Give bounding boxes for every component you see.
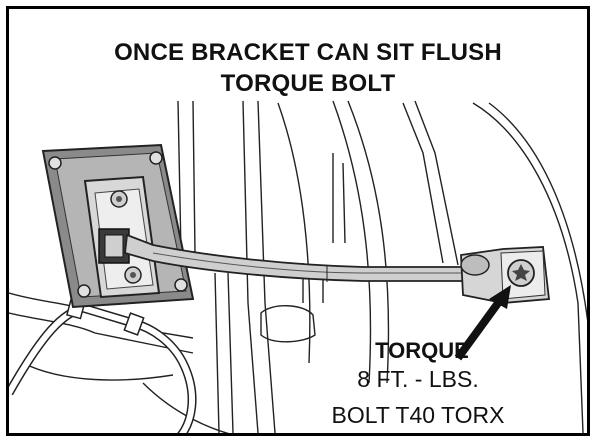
end-bracket	[460, 246, 551, 304]
torque-label: TORQUE	[375, 338, 469, 363]
module-housing	[83, 175, 161, 299]
torque-spec: 8 FT. - LBS.	[357, 366, 479, 392]
instruction-title-line2: TORQUE BOLT	[220, 70, 396, 97]
screw-icon	[149, 151, 163, 165]
instruction-title-line1: ONCE BRACKET CAN SIT FLUSH	[114, 39, 502, 66]
bolt-type: BOLT T40 TORX	[331, 402, 505, 428]
screw-icon	[48, 156, 62, 170]
diagram-frame: ONCE BRACKET CAN SIT FLUSH TORQUE BOLT T…	[6, 6, 590, 436]
screw-icon	[174, 278, 188, 292]
screw-icon	[77, 284, 91, 298]
installation-illustration	[9, 100, 587, 433]
door-panel-lines	[177, 100, 587, 433]
torque-arrow-icon	[454, 285, 511, 361]
